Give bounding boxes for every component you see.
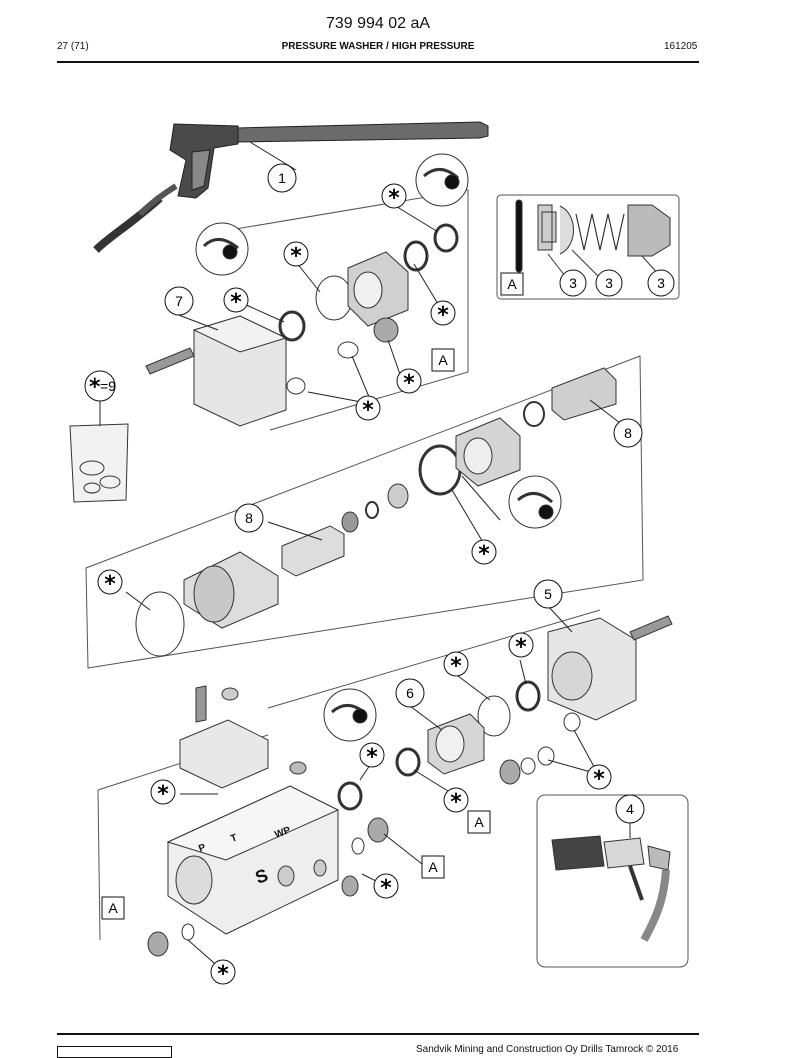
svg-text:1: 1	[278, 170, 286, 186]
detail-a-markers: A A A A A	[101, 272, 524, 920]
svg-text:A: A	[507, 276, 517, 292]
star-marker: *	[381, 183, 407, 211]
svg-text:6: 6	[406, 685, 414, 701]
svg-text:3: 3	[569, 275, 577, 291]
svg-text:*: *	[104, 572, 116, 597]
star-marker: *	[396, 368, 422, 396]
callout-3a: 3	[559, 269, 587, 297]
svg-text:*: *	[403, 371, 415, 396]
spray-gun-illustration	[93, 121, 489, 253]
svg-text:*: *	[437, 303, 449, 328]
svg-text:4: 4	[626, 801, 634, 817]
svg-text:*: *	[515, 635, 527, 660]
svg-text:A: A	[474, 814, 484, 830]
svg-text:*: *	[450, 790, 462, 815]
callout-4: 4	[615, 794, 645, 824]
star-marker: *	[223, 287, 249, 315]
page-title: PRESSURE WASHER / HIGH PRESSURE	[281, 41, 475, 52]
star-marker: *	[508, 632, 534, 660]
svg-text:*: *	[388, 186, 400, 211]
svg-text:3: 3	[605, 275, 613, 291]
svg-text:WP: WP	[273, 825, 292, 841]
part-4-assembly	[551, 835, 671, 942]
svg-text:*: *	[478, 542, 490, 567]
star-marker: *	[430, 300, 456, 328]
detail-marker: A	[421, 855, 445, 879]
detail-marker: A	[467, 810, 491, 834]
star-marker: *	[586, 764, 612, 792]
star-marker: *	[355, 395, 381, 423]
star-marker: *	[283, 241, 309, 269]
star-marker: *	[210, 959, 236, 987]
document-number: 739 994 02 aA	[325, 15, 431, 32]
svg-text:5: 5	[544, 586, 552, 602]
svg-text:*: *	[230, 290, 242, 315]
callout-6: 6	[395, 678, 425, 708]
svg-text:T: T	[229, 832, 239, 844]
svg-text:A: A	[438, 352, 448, 368]
svg-text:7: 7	[175, 293, 183, 309]
svg-text:*: *	[593, 767, 605, 792]
callout-7: 7	[164, 286, 194, 316]
callout-1: 1	[267, 163, 297, 193]
svg-text:P: P	[197, 842, 207, 855]
date-code: 161205	[664, 41, 698, 52]
callout-3c: 3	[647, 269, 675, 297]
star-marker: *	[443, 787, 469, 815]
detail-marker: A	[101, 896, 125, 920]
svg-text:*: *	[290, 244, 302, 269]
header-rule	[57, 61, 699, 63]
svg-text:A: A	[428, 859, 438, 875]
svg-text:*: *	[380, 876, 392, 901]
star-marker: *	[97, 569, 123, 597]
detail-a-components	[515, 199, 671, 277]
svg-text:*: *	[89, 375, 101, 400]
page-number: 27 (71)	[57, 41, 89, 52]
footer-rule	[57, 1033, 699, 1035]
svg-text:3: 3	[657, 275, 665, 291]
svg-text:*: *	[362, 398, 374, 423]
svg-text:*: *	[157, 782, 169, 807]
star-marker: *	[373, 873, 399, 901]
star-marker: *	[150, 779, 176, 807]
seal-kit-callout: * =9	[84, 370, 116, 402]
star-markers: * * * * * * * * * * * * * * * *	[97, 183, 612, 987]
callout-3b: 3	[595, 269, 623, 297]
detail-marker: A	[500, 272, 524, 296]
exploded-components	[69, 223, 673, 957]
star-marker: *	[471, 539, 497, 567]
svg-text:A: A	[108, 900, 118, 916]
svg-text:*: *	[450, 654, 462, 679]
svg-text:*: *	[217, 962, 229, 987]
seal-insets	[195, 153, 562, 742]
star-marker: *	[359, 742, 385, 770]
callout-8a: 8	[613, 418, 643, 448]
svg-text:*: *	[366, 745, 378, 770]
svg-text:=9: =9	[100, 378, 116, 394]
svg-text:8: 8	[245, 510, 253, 526]
company-logo	[57, 1046, 172, 1058]
callout-8b: 8	[234, 503, 264, 533]
star-marker: *	[443, 651, 469, 679]
svg-text:8: 8	[624, 425, 632, 441]
detail-marker: A	[431, 348, 455, 372]
footer-copyright: Sandvik Mining and Construction Oy Drill…	[416, 1044, 679, 1055]
callout-5: 5	[533, 579, 563, 609]
